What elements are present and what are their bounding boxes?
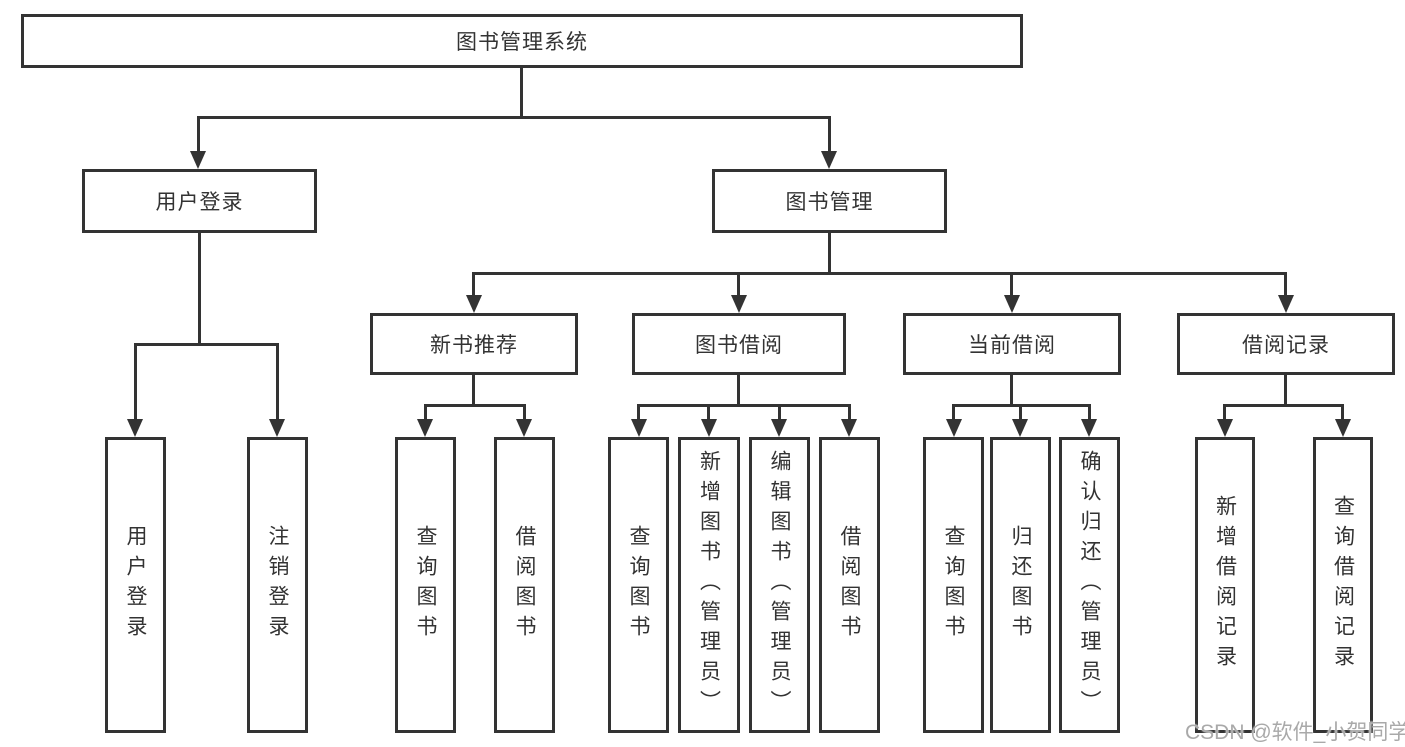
- node-label: 确认归还（管理员）: [1078, 450, 1101, 720]
- connector-line: [637, 404, 851, 407]
- arrowhead-icon: [946, 419, 962, 437]
- connector-line: [1341, 404, 1344, 419]
- node-label: 查询图书: [942, 525, 965, 645]
- arrowhead-icon: [731, 295, 747, 313]
- arrowhead-icon: [1335, 419, 1351, 437]
- node-label: 用户登录: [124, 525, 147, 645]
- node-label: 图书借阅: [695, 334, 783, 357]
- node-borrow-books-recommendation: 借阅图书: [494, 437, 555, 733]
- node-label: 用户登录: [155, 191, 244, 214]
- node-label: 查询图书: [627, 525, 650, 645]
- connector-line: [134, 343, 279, 346]
- arrowhead-icon: [841, 419, 857, 437]
- node-query-books-recommendation: 查询图书: [395, 437, 456, 733]
- csdn-watermark: CSDN @软件_小贺同学: [1185, 721, 1405, 744]
- arrowhead-icon: [631, 419, 647, 437]
- arrowhead-icon: [127, 419, 143, 437]
- connector-line: [1223, 404, 1344, 407]
- arrowhead-icon: [417, 419, 433, 437]
- connector-line: [707, 404, 710, 419]
- connector-line: [472, 272, 1287, 275]
- connector-line: [637, 404, 640, 419]
- connector-line: [1223, 404, 1226, 419]
- node-query-borrow-record: 查询借阅记录: [1313, 437, 1373, 733]
- connector-line: [198, 233, 201, 344]
- node-logout: 注销登录: [247, 437, 308, 733]
- node-add-books-admin: 新增图书（管理员）: [678, 437, 740, 733]
- node-borrowing-records: 借阅记录: [1177, 313, 1395, 375]
- connector-line: [778, 404, 781, 419]
- node-user-login-leaf: 用户登录: [105, 437, 166, 733]
- connector-line: [1019, 404, 1022, 419]
- node-edit-books-admin: 编辑图书（管理员）: [749, 437, 810, 733]
- arrowhead-icon: [1081, 419, 1097, 437]
- node-confirm-return-admin: 确认归还（管理员）: [1059, 437, 1120, 733]
- node-add-borrow-record: 新增借阅记录: [1195, 437, 1255, 733]
- connector-line: [134, 343, 137, 419]
- connector-line: [1010, 375, 1013, 405]
- node-label: 归还图书: [1009, 525, 1032, 645]
- connector-line: [848, 404, 851, 419]
- connector-line: [197, 116, 831, 119]
- connector-line: [737, 272, 740, 297]
- connector-line: [1284, 272, 1287, 297]
- node-label: 图书管理系统: [456, 31, 588, 54]
- arrowhead-icon: [1278, 295, 1294, 313]
- node-label: 新增图书（管理员）: [697, 450, 721, 720]
- node-borrow-books-leaf: 借阅图书: [819, 437, 880, 733]
- connector-line: [520, 68, 523, 117]
- node-label: 新书推荐: [430, 334, 518, 357]
- node-root-library-management-system: 图书管理系统: [21, 14, 1023, 68]
- connector-line: [737, 375, 740, 405]
- arrowhead-icon: [516, 419, 532, 437]
- arrowhead-icon: [821, 151, 837, 169]
- node-label: 当前借阅: [968, 334, 1056, 357]
- node-user-login: 用户登录: [82, 169, 317, 233]
- connector-line: [952, 404, 955, 419]
- connector-line: [828, 233, 831, 273]
- node-label: 新增借阅记录: [1213, 495, 1237, 675]
- node-label: 借阅记录: [1242, 334, 1330, 357]
- node-label: 借阅图书: [513, 525, 536, 645]
- connector-line: [472, 272, 475, 297]
- node-new-book-recommendation: 新书推荐: [370, 313, 578, 375]
- connector-line: [472, 375, 475, 405]
- connector-line: [197, 116, 200, 152]
- connector-line: [276, 343, 279, 419]
- arrowhead-icon: [269, 419, 285, 437]
- connector-line: [1284, 375, 1287, 405]
- node-current-borrowing: 当前借阅: [903, 313, 1121, 375]
- node-label: 注销登录: [266, 525, 289, 645]
- connector-line: [523, 404, 526, 419]
- node-label: 图书管理: [785, 191, 874, 214]
- arrowhead-icon: [466, 295, 482, 313]
- node-return-books: 归还图书: [990, 437, 1051, 733]
- arrowhead-icon: [1004, 295, 1020, 313]
- arrowhead-icon: [190, 151, 206, 169]
- node-label: 编辑图书（管理员）: [768, 450, 791, 720]
- arrowhead-icon: [771, 419, 787, 437]
- arrowhead-icon: [1012, 419, 1028, 437]
- connector-line: [828, 116, 831, 152]
- connector-line: [424, 404, 427, 419]
- arrowhead-icon: [1217, 419, 1233, 437]
- node-book-management: 图书管理: [712, 169, 947, 233]
- node-label: 借阅图书: [838, 525, 861, 645]
- connector-line: [1010, 272, 1013, 297]
- node-label: 查询借阅记录: [1331, 495, 1355, 675]
- connector-line: [424, 404, 526, 407]
- connector-line: [1088, 404, 1091, 419]
- node-book-borrowing: 图书借阅: [632, 313, 846, 375]
- arrowhead-icon: [701, 419, 717, 437]
- node-label: 查询图书: [414, 525, 437, 645]
- node-query-books-borrowing: 查询图书: [608, 437, 669, 733]
- node-query-books-current: 查询图书: [923, 437, 984, 733]
